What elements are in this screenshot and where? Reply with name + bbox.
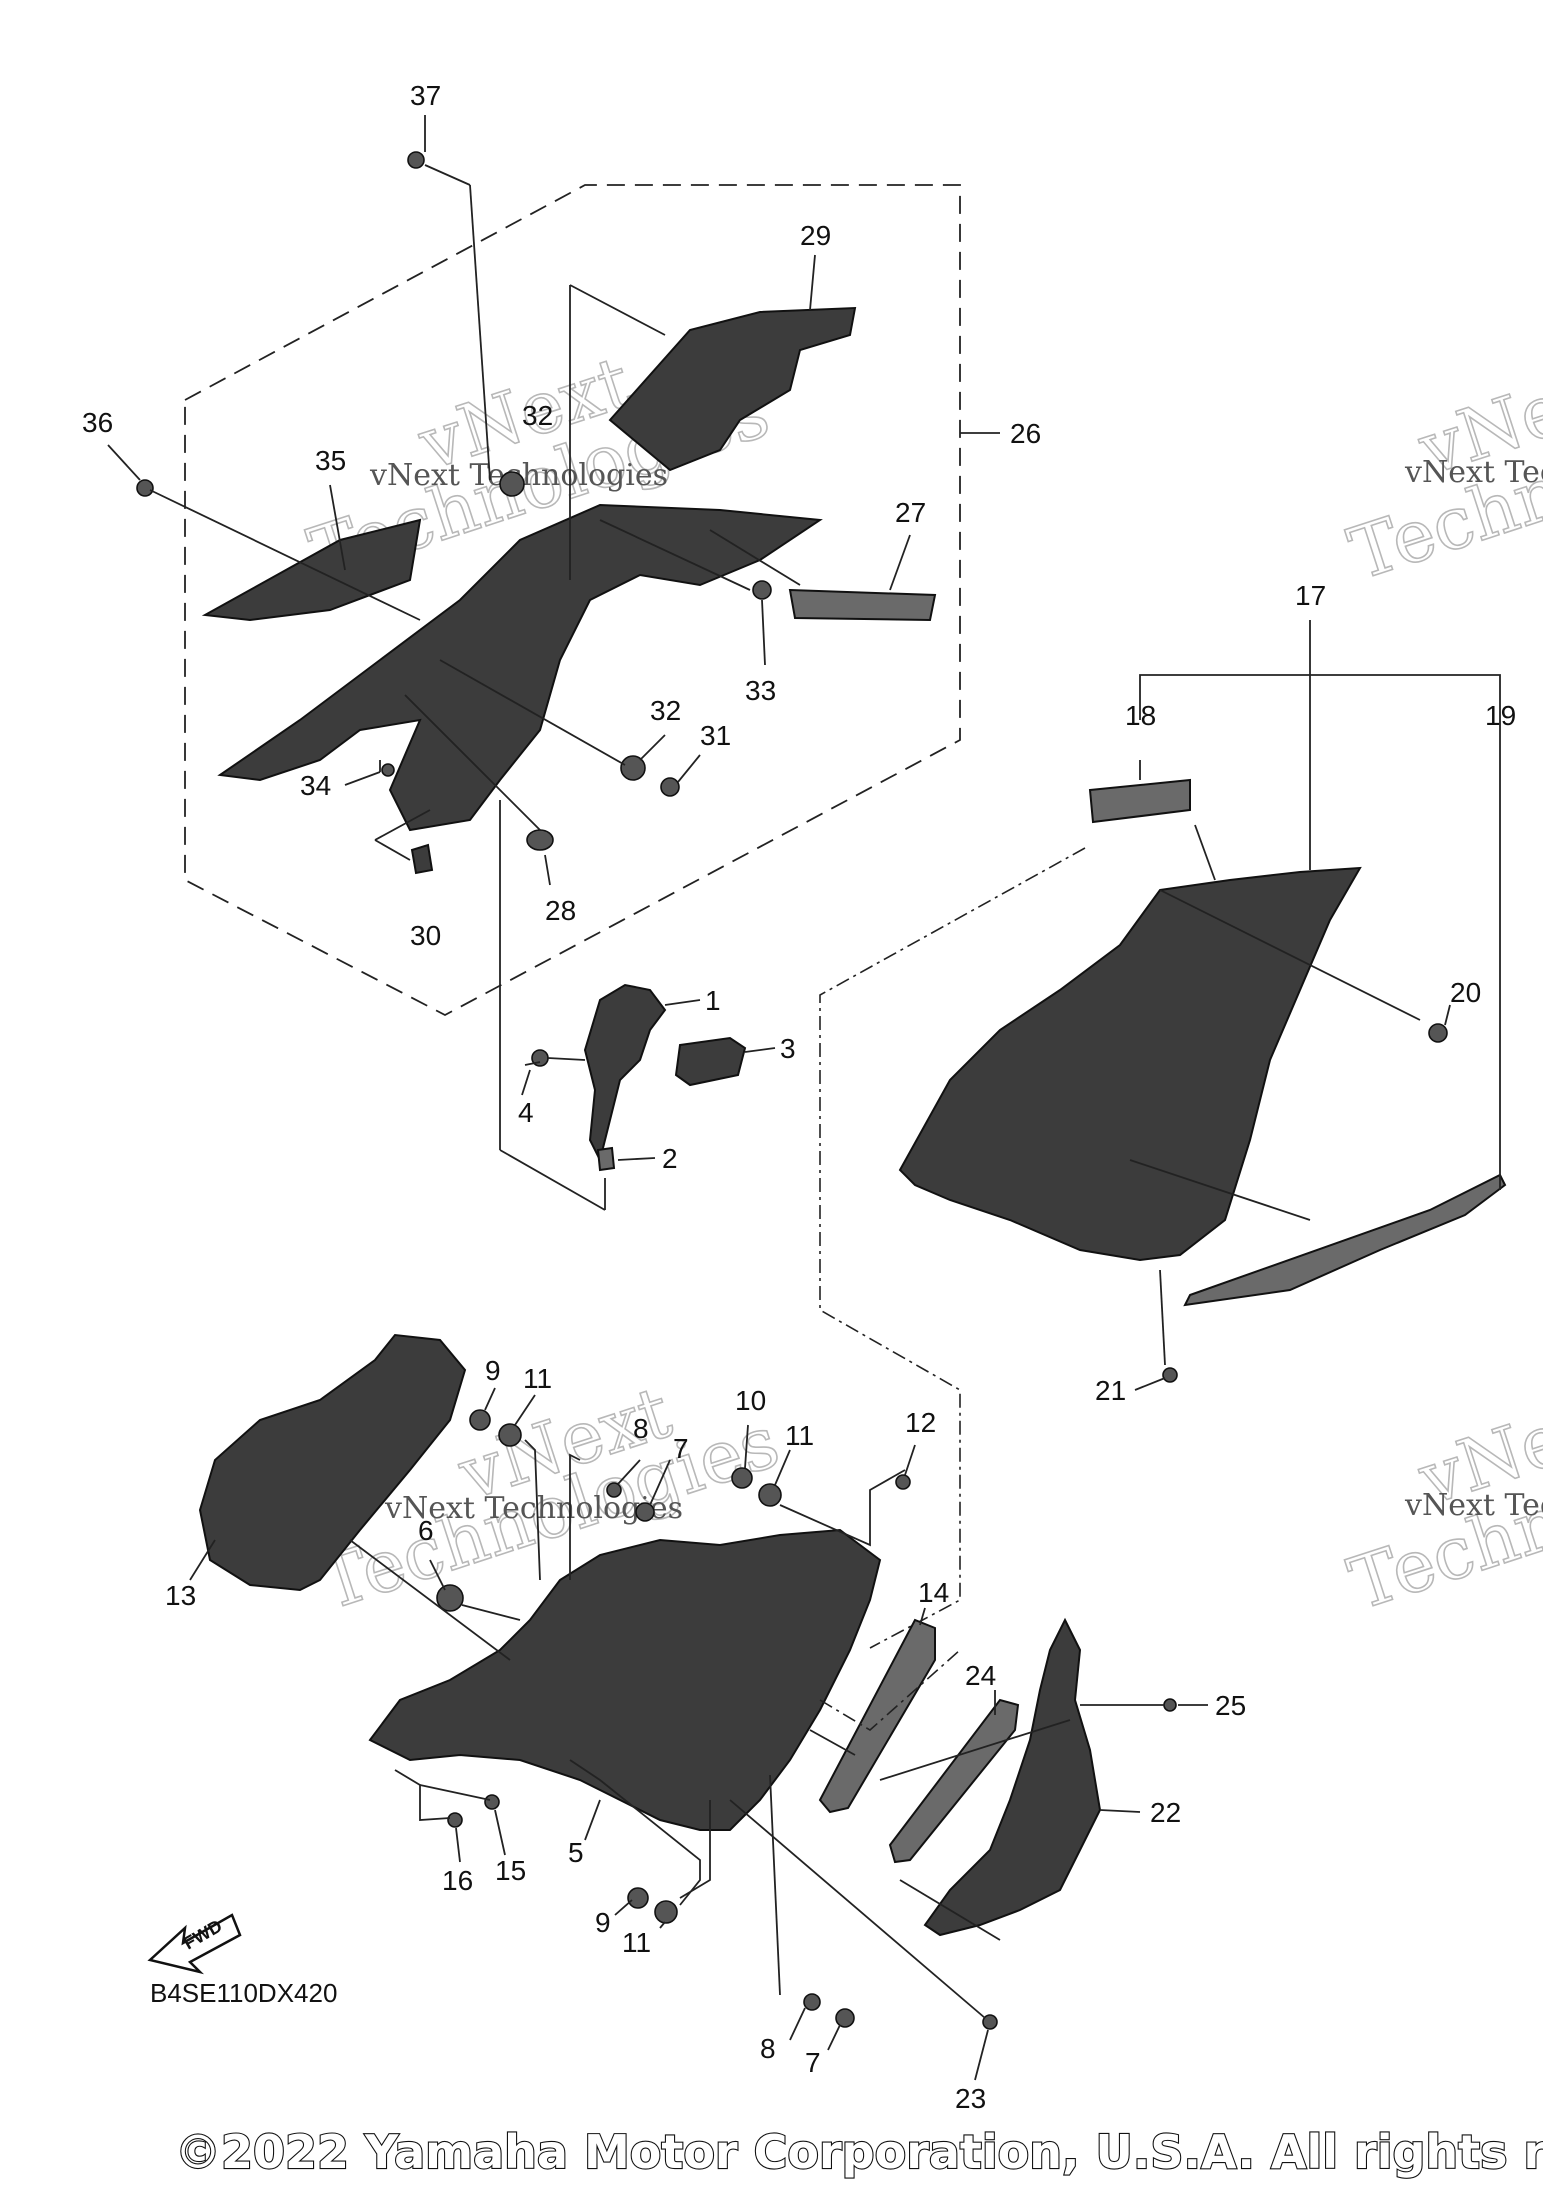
callout-25: 25 (1215, 1690, 1246, 1721)
part-27-strip (788, 588, 937, 622)
watermark-small-right: vNext Technologies (1404, 455, 1543, 490)
callout-22: 22 (1150, 1797, 1181, 1828)
washer-8-upper (606, 1482, 622, 1498)
lower-leader-lines (189, 1387, 1208, 2081)
callout-5: 5 (568, 1837, 584, 1868)
part-24-strip (888, 1698, 1020, 1864)
side-cowl-assembly (819, 620, 1507, 1649)
grommet-32-lower (620, 755, 646, 781)
callout-3: 3 (780, 1033, 796, 1064)
callout-8-lower: 8 (760, 2033, 776, 2064)
callout-21: 21 (1095, 1375, 1126, 1406)
callout-23: 23 (955, 2083, 986, 2114)
part-5-frame (368, 1528, 882, 1831)
part-1-bracket (583, 983, 667, 1163)
grommet-11-upper (498, 1423, 522, 1447)
grommet-11-mid (758, 1483, 782, 1507)
clip-25 (1163, 1698, 1177, 1712)
callout-11-upper: 11 (523, 1363, 552, 1394)
part-3-pad (674, 1036, 747, 1087)
part-19-strip (1183, 1173, 1507, 1307)
callout-19: 19 (1485, 700, 1516, 731)
bolt-7-upper (635, 1502, 655, 1522)
nut-10 (731, 1467, 753, 1489)
callout-4: 4 (518, 1097, 534, 1128)
callout-7-lower: 7 (805, 2047, 821, 2078)
nut-9-upper (469, 1409, 491, 1431)
callout-24: 24 (965, 1660, 996, 1691)
copyright-notice: ©2022 Yamaha Motor Corporation, U.S.A. A… (175, 2125, 1543, 2179)
clip-16 (447, 1812, 463, 1828)
callout-12: 12 (905, 1407, 936, 1438)
callout-1: 1 (705, 985, 721, 1016)
callout-28: 28 (545, 895, 576, 926)
callout-33: 33 (745, 675, 776, 706)
grommet-32-upper (499, 471, 525, 497)
assembly-26-outline (184, 184, 961, 1017)
part-17-side-cowl (898, 866, 1362, 1262)
bolt-20 (1428, 1023, 1448, 1043)
callout-34: 34 (300, 770, 331, 801)
grommet-28 (526, 829, 554, 851)
screw-15 (484, 1794, 500, 1810)
lower-frame-assembly (198, 1333, 1177, 2030)
grommet-11-lower (654, 1900, 678, 1924)
washer-8-lower (803, 1993, 821, 2011)
callout-9-upper: 9 (485, 1355, 501, 1386)
callout-32-lower: 32 (650, 695, 681, 726)
callout-11-lower: 11 (622, 1927, 651, 1958)
callout-26: 26 (1010, 418, 1041, 449)
callout-8-upper: 8 (633, 1413, 649, 1444)
callout-31: 31 (700, 720, 731, 751)
callout-17: 17 (1295, 580, 1326, 611)
callout-2: 2 (662, 1143, 678, 1174)
grommet-6 (436, 1584, 464, 1612)
part-26-inner-panel (217, 503, 823, 832)
part-14-strip (818, 1618, 936, 1814)
callout-13: 13 (165, 1580, 196, 1611)
callout-14: 14 (918, 1577, 949, 1608)
callout-7-upper: 7 (673, 1433, 689, 1464)
part-29-cover (608, 306, 857, 472)
callout-35: 35 (315, 445, 346, 476)
callout-20: 20 (1450, 977, 1481, 1008)
nut-9-lower (627, 1887, 649, 1909)
bolt-23 (982, 2014, 998, 2030)
callout-numbers: 37 29 36 32 26 35 27 33 32 31 34 28 30 1… (82, 80, 1516, 2114)
watermark-small-lower-right: vNext Technologies (1404, 1488, 1543, 1523)
bolt-36 (136, 479, 154, 497)
fwd-arrow-icon (147, 1913, 242, 1975)
callout-32-upper: 32 (522, 400, 553, 431)
callout-37: 37 (410, 80, 441, 111)
callout-18: 18 (1125, 700, 1156, 731)
bolt-7-lower (835, 2008, 855, 2028)
bracket-assembly (521, 983, 776, 1210)
part-2-clip (596, 1146, 616, 1172)
callout-10: 10 (735, 1385, 766, 1416)
part-13-duct (198, 1333, 467, 1592)
upper-leader-lines (107, 115, 911, 1211)
clip-34 (381, 763, 395, 777)
callout-36: 36 (82, 407, 113, 438)
callout-29: 29 (800, 220, 831, 251)
fwd-arrow: FWD (147, 1913, 242, 1975)
watermark-small-lower: vNext Technologies (384, 1491, 683, 1526)
clip-12 (895, 1474, 911, 1490)
bolt-37 (407, 151, 425, 169)
part-18-strip (1088, 778, 1191, 824)
part-30-tab (410, 843, 434, 875)
nut-31 (660, 777, 680, 797)
callout-9-lower: 9 (595, 1907, 611, 1938)
callout-16: 16 (442, 1865, 473, 1896)
nut-33 (752, 580, 772, 600)
diagram-reference-code: B4SE110DX420 (150, 1978, 337, 2008)
screw-21 (1162, 1367, 1178, 1383)
callout-27: 27 (895, 497, 926, 528)
callout-6: 6 (418, 1515, 434, 1546)
callout-15: 15 (495, 1855, 526, 1886)
callout-30: 30 (410, 920, 441, 951)
callout-11-mid: 11 (785, 1420, 814, 1451)
